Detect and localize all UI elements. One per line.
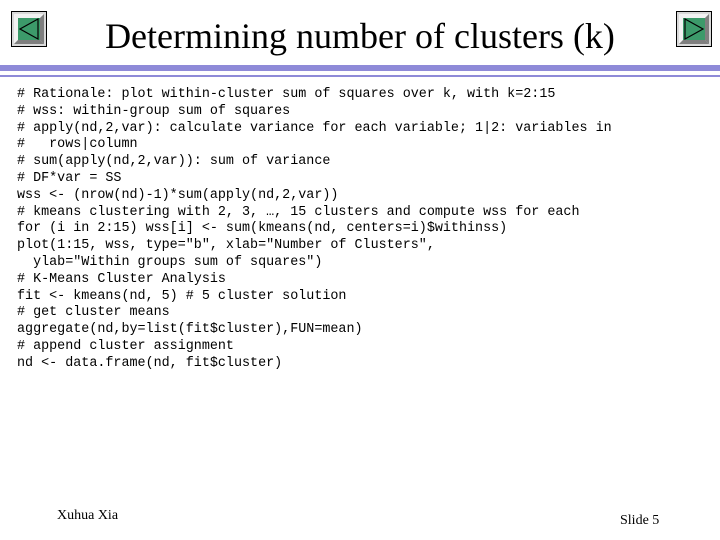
code-line: # wss: within-group sum of squares <box>17 103 291 119</box>
code-block: # Rationale: plot within-cluster sum of … <box>17 87 707 373</box>
code-line: ylab="Within groups sum of squares") <box>17 254 323 270</box>
code-line: aggregate(nd,by=list(fit$cluster),FUN=me… <box>17 322 363 338</box>
code-line: # rows|column <box>17 137 138 153</box>
slide-title: Determining number of clusters (k) <box>105 16 615 56</box>
triangle-left-icon <box>11 11 47 47</box>
slide-number: Slide 5 <box>620 513 660 528</box>
code-line: # K-Means Cluster Analysis <box>17 271 226 287</box>
title-divider-thin <box>0 75 720 77</box>
code-line: # apply(nd,2,var): calculate variance fo… <box>17 120 612 136</box>
triangle-right-icon <box>676 11 712 47</box>
code-line: plot(1:15, wss, type="b", xlab="Number o… <box>17 238 435 254</box>
code-line: # sum(apply(nd,2,var)): sum of variance <box>17 154 331 170</box>
title-divider-thick <box>0 65 720 71</box>
code-line: fit <- kmeans(nd, 5) # 5 cluster solutio… <box>17 288 347 304</box>
code-line: # DF*var = SS <box>17 170 122 186</box>
code-line: # get cluster means <box>17 305 170 321</box>
next-slide-button[interactable] <box>676 11 712 47</box>
previous-slide-button[interactable] <box>11 11 47 47</box>
footer-author: Xuhua Xia <box>57 508 119 523</box>
code-line: # kmeans clustering with 2, 3, …, 15 clu… <box>17 204 580 220</box>
code-line: for (i in 2:15) wss[i] <- sum(kmeans(nd,… <box>17 221 508 237</box>
code-line: # append cluster assignment <box>17 338 234 354</box>
code-line: wss <- (nrow(nd)-1)*sum(apply(nd,2,var)) <box>17 187 339 203</box>
code-line: # Rationale: plot within-cluster sum of … <box>17 87 556 102</box>
code-line: nd <- data.frame(nd, fit$cluster) <box>17 355 283 371</box>
